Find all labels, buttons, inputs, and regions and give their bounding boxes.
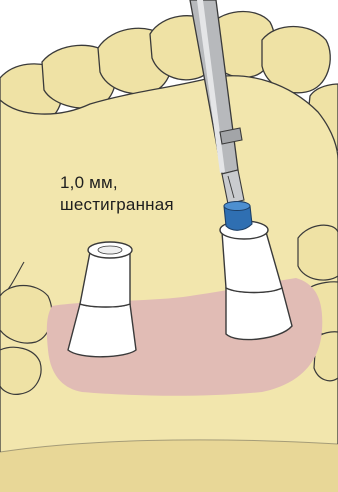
abutment-left-base [68, 304, 136, 357]
annotation-line-size: 1,0 мм, [60, 172, 230, 194]
abutment-left-hole [98, 246, 122, 254]
annotation-line-type: шестигранная [60, 194, 230, 216]
tooth-lower-left-1 [0, 286, 52, 344]
tooth-lower-right-1 [298, 225, 338, 280]
dimension-annotation: 1,0 мм, шестигранная [60, 172, 230, 216]
jaw-bottom-shadow [0, 440, 338, 492]
abutment-right-base [226, 288, 292, 340]
